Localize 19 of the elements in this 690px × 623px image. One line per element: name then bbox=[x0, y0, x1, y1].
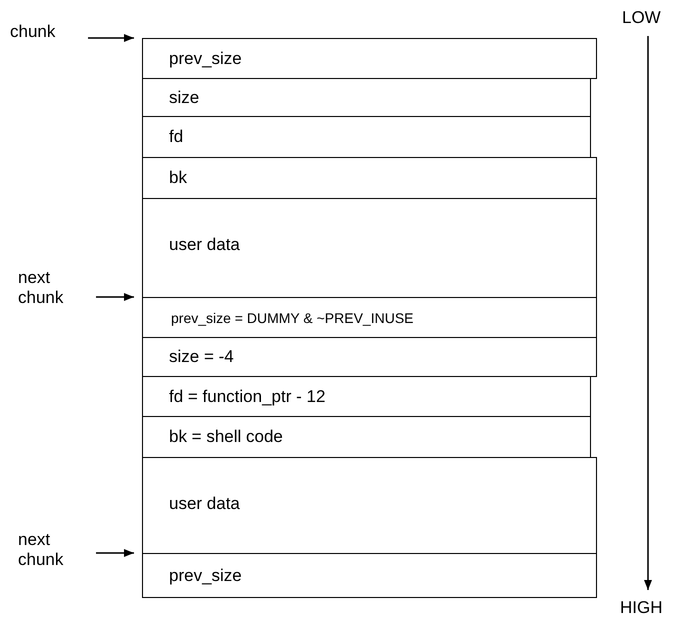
memory-field: prev_size = DUMMY & ~PREV_INUSE bbox=[142, 297, 597, 338]
memory-field: prev_size bbox=[142, 38, 597, 79]
direction-label: HIGH bbox=[620, 598, 662, 618]
memory-field: size bbox=[142, 78, 591, 117]
arrow bbox=[88, 34, 134, 42]
memory-field: fd = function_ptr - 12 bbox=[142, 376, 591, 417]
memory-field: size = -4 bbox=[142, 337, 597, 377]
pointer-label: next chunk bbox=[18, 268, 88, 308]
memory-field: user data bbox=[142, 198, 597, 298]
arrow bbox=[96, 549, 134, 557]
arrow bbox=[96, 293, 134, 301]
memory-field: user data bbox=[142, 457, 597, 554]
memory-field: bk bbox=[142, 157, 597, 199]
memory-field: bk = shell code bbox=[142, 416, 591, 458]
pointer-label: next chunk bbox=[18, 530, 88, 570]
memory-field: prev_size bbox=[142, 553, 597, 598]
pointer-label: chunk bbox=[10, 22, 80, 42]
memory-field: fd bbox=[142, 116, 591, 158]
direction-label: LOW bbox=[622, 8, 661, 28]
